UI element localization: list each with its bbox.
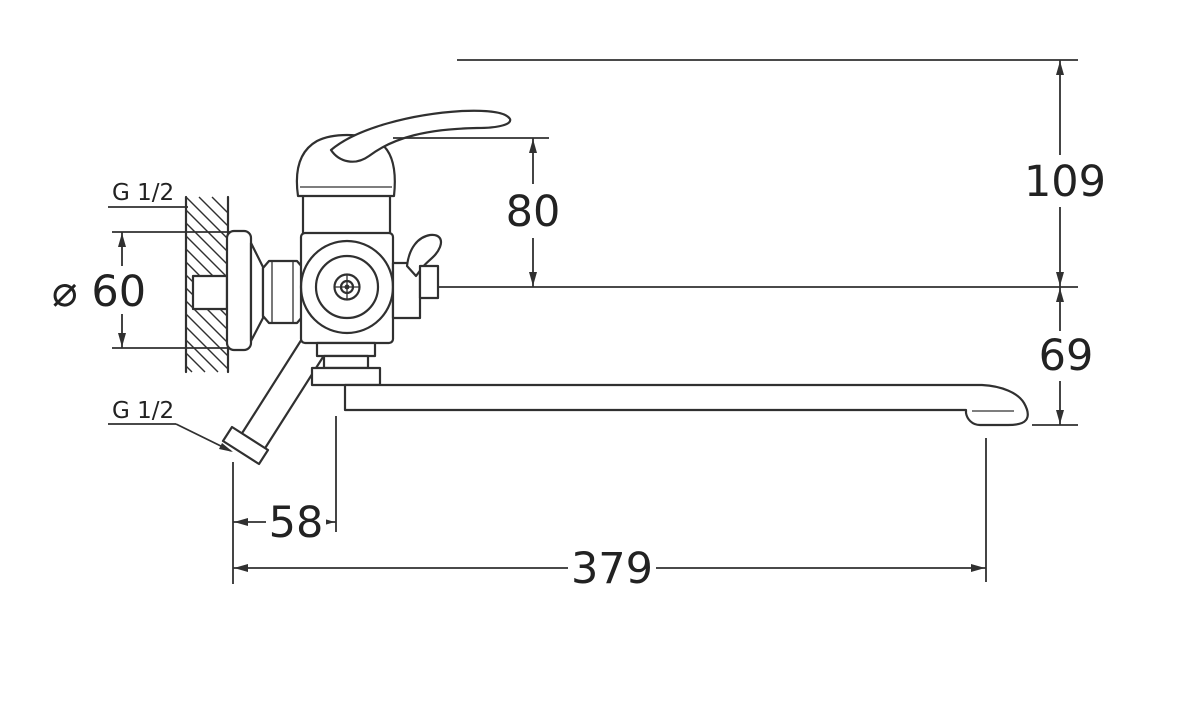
spout-connector-middle — [322, 354, 370, 370]
arrowhead — [1056, 272, 1064, 286]
hatch-line — [185, 222, 229, 266]
arrowhead — [529, 272, 537, 286]
hatch-line — [185, 352, 206, 373]
label-g12-top: G 1/2 — [108, 180, 188, 208]
wall-section — [184, 195, 230, 374]
dimension-diameter-60: ⌀ 60 — [50, 231, 230, 349]
hatch-line — [185, 365, 193, 373]
diverter-stem — [418, 264, 440, 300]
g12-bottom-label: G 1/2 — [112, 398, 174, 424]
hatch-line — [185, 209, 229, 253]
mounting-nut — [261, 259, 305, 325]
hatch-line — [185, 313, 229, 357]
hatch-line — [185, 235, 229, 279]
arrowhead — [118, 233, 126, 247]
leader-arrowhead — [219, 443, 233, 452]
label-bg — [266, 497, 326, 547]
diameter-60-label: ⌀ 60 — [52, 267, 146, 317]
dim-80-label: 80 — [506, 187, 561, 237]
arrowhead — [234, 564, 248, 572]
dimension-80: 80 — [393, 137, 565, 287]
arrowhead — [118, 333, 126, 347]
spout-nut — [310, 366, 382, 387]
arrowhead — [1056, 288, 1064, 302]
handle-lever — [329, 109, 512, 163]
label-bg — [1028, 155, 1102, 207]
hatch-line — [211, 196, 229, 214]
dim-69-label: 69 — [1039, 331, 1094, 381]
dimension-69: 69 — [1032, 287, 1096, 426]
valve-circle-inner — [333, 273, 361, 301]
label-g12-bottom: G 1/2 — [108, 398, 233, 452]
inwall-pipe-end — [191, 274, 229, 311]
arrowhead — [529, 139, 537, 153]
hatch-line — [185, 339, 219, 373]
label-bg — [50, 266, 148, 314]
dimension-379: 379 — [233, 438, 987, 594]
g12-top-label: G 1/2 — [112, 180, 174, 206]
wall-flange — [225, 229, 253, 352]
arrowhead — [1056, 61, 1064, 75]
label-bg — [501, 184, 565, 238]
faucet-body — [221, 109, 1029, 466]
spout — [343, 383, 1029, 427]
dim-379-label: 379 — [571, 544, 653, 594]
valve-circle-middle — [314, 254, 380, 320]
flange-cone — [249, 241, 265, 343]
body-neck — [301, 192, 392, 236]
arrowhead — [234, 518, 248, 526]
diverter-lever — [405, 233, 443, 278]
hatch-line — [198, 196, 229, 227]
arrowhead — [1056, 410, 1064, 424]
dimension-58: 58 — [232, 416, 337, 584]
dimension-109: 109 — [457, 59, 1106, 287]
dim-109-label: 109 — [1024, 157, 1106, 207]
arrowhead — [971, 564, 985, 572]
dim-58-label: 58 — [269, 498, 324, 548]
label-bg — [1036, 331, 1096, 381]
spout-connector-upper — [315, 341, 377, 358]
shower-pipe-wall-union — [221, 425, 270, 466]
label-bg — [568, 544, 656, 594]
